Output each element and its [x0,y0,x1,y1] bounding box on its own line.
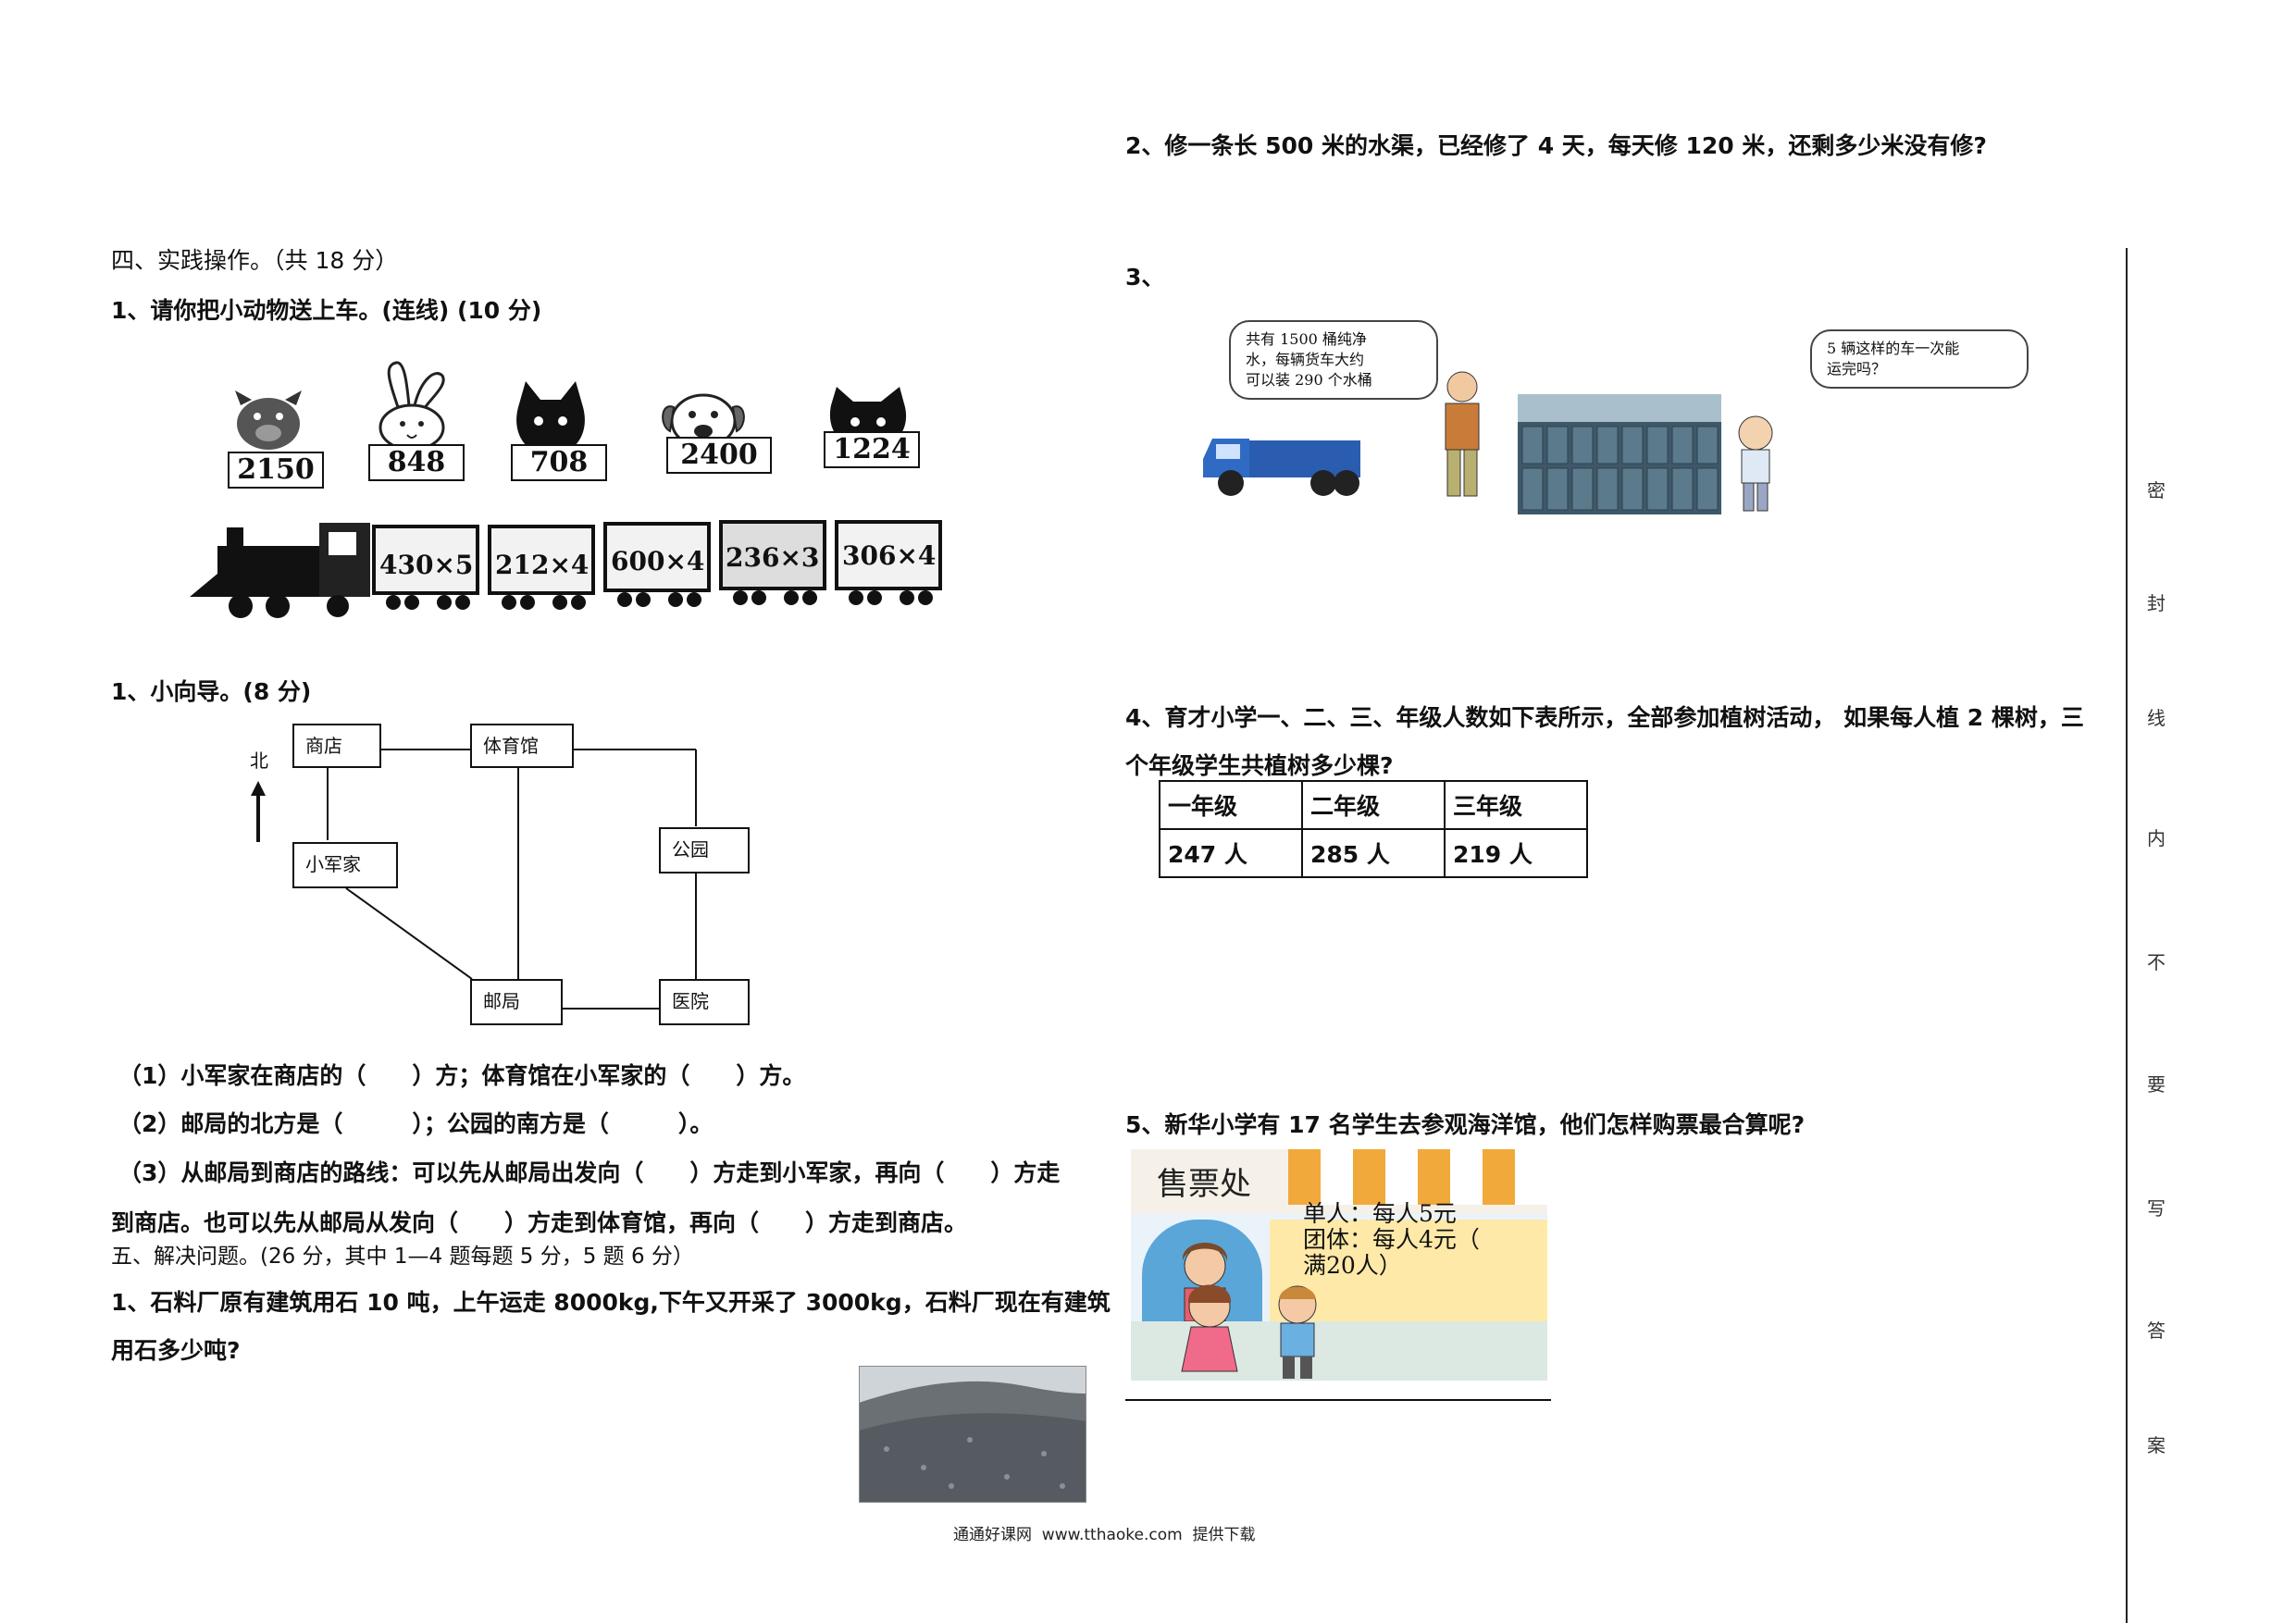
table-cell: 247 人 [1159,828,1303,878]
table-cell: 219 人 [1444,828,1588,878]
train-car-label: 306×4 [842,540,937,571]
map-park-box: 公园 [659,827,750,873]
north-label: 北 [250,750,268,772]
table-header-cell: 一年级 [1159,780,1303,830]
map-gym-box: 体育馆 [470,724,574,768]
train-locomotive-icon [190,523,370,618]
seal-char: 要 [2147,1073,2166,1096]
map-home-box: 小军家 [292,842,398,888]
water-barrels-image [1518,394,1721,514]
footer-source: 通通好课网 www.tthaoke.com 提供下载 [953,1526,1256,1544]
table-header-row: 一年级 二年级 三年级 [1159,780,1588,830]
dog-icon [662,393,745,449]
map-hospital-box: 医院 [659,979,750,1025]
girl-icon [1181,1284,1238,1372]
map-post-box: 邮局 [470,979,563,1025]
seal-char: 密 [2147,479,2166,502]
problem-3-label: 3、 [1125,264,1165,291]
ticket-sign: 售票处 [1157,1166,1251,1203]
guide-subquestion-1: （1）小军家在商店的（ ）方；体育馆在小军家的（ ）方。 [118,1062,806,1089]
bubble-line: 可以装 290 个水桶 [1246,371,1372,389]
problem-1-line1: 1、石料厂原有建筑用石 10 吨，上午运走 8000kg,下午又开采了 3000… [111,1289,1111,1316]
seal-char: 写 [2147,1197,2166,1220]
train-car-icon [372,525,479,610]
table-row: 247 人 285 人 219 人 [1159,828,1588,878]
table-cell: 285 人 [1301,828,1446,878]
problem-5: 5、新华小学有 17 名学生去参观海洋馆，他们怎样购票最合算呢? [1125,1111,1806,1138]
animal-row [185,361,953,490]
table-header-cell: 三年级 [1444,780,1588,830]
problem-1-line2: 用石多少吨? [111,1337,241,1364]
map-lines [251,749,697,1010]
cat-icon [516,381,585,455]
train-car-icon [719,520,826,605]
man-character-icon [1445,371,1480,497]
pig-icon [235,390,302,450]
truck-icon [1203,439,1360,496]
table-header-cell: 二年级 [1301,780,1446,830]
ticket-price-single: 单人：每人5元 [1303,1200,1457,1227]
section-4-title: 四、实践操作。（共 18 分） [111,247,399,274]
boy-character-icon [1738,415,1773,512]
guide-subquestion-3-cont: 到商店。也可以先从邮局从发向（ ）方走到体育馆，再向（ ）方走到商店。 [111,1209,968,1236]
seal-char: 封 [2147,592,2166,614]
train-car-label: 430×5 [379,550,474,580]
train-car-label: 212×4 [495,550,590,580]
bubble-line: 5 辆这样的车一次能 [1827,340,1960,357]
guide-subquestion-3: （3）从邮局到商店的路线：可以先从邮局出发向（ ）方走到小军家，再向（ ）方走 [118,1159,1061,1186]
ticket-office-illustration: 售票处 单人：每人5元 团体：每人4元（ 满20人） [1131,1149,1547,1381]
question-guide-title: 1、小向导。(8 分) [111,678,312,705]
train-car-icon [603,522,711,607]
train-car-icon [835,520,942,605]
speech-bubble-left: 共有 1500 桶纯净 水，每辆货车大约 可以装 290 个水桶 [1229,320,1438,400]
problem-4-line1: 4、育才小学一、二、三、年级人数如下表所示，全部参加植树活动， 如果每人植 2 … [1125,704,2084,731]
train-car-label: 236×3 [726,542,820,573]
bubble-line: 运完吗？ [1827,360,1887,378]
train-car-label: 600×4 [611,546,705,576]
bubble-line: 共有 1500 桶纯净 [1246,330,1367,348]
boy-icon [1278,1285,1317,1379]
grade-table: 一年级 二年级 三年级 247 人 285 人 219 人 [1159,780,1588,878]
animal-number-card: 708 [511,444,607,481]
underline-rule [1125,1399,1551,1401]
problem-2: 2、修一条长 500 米的水渠，已经修了 4 天，每天修 120 米，还剩多少米… [1125,132,1987,159]
ticket-price-group: 团体：每人4元（ [1303,1226,1480,1253]
map-shop-box: 商店 [292,724,381,768]
animal-number-card: 2400 [666,437,772,474]
ticket-awning [1288,1149,1547,1205]
seal-char: 线 [2147,707,2166,729]
seal-line [2126,248,2128,1623]
ticket-price-group-cont: 满20人） [1303,1252,1402,1279]
train-cars [370,518,944,620]
animal-number-card: 2150 [228,452,324,489]
animal-number-card: 848 [368,444,465,481]
section-5-title: 五、解决问题。(26 分，其中 1—4 题每题 5 分，5 题 6 分） [111,1245,694,1269]
speech-bubble-right: 5 辆这样的车一次能 运完吗？ [1810,329,2029,389]
rabbit-icon [379,361,445,452]
question-1-title: 1、请你把小动物送上车。(连线) (10 分) [111,297,542,324]
guide-subquestion-2: （2）邮局的北方是（ ）；公园的南方是（ ）。 [118,1110,714,1137]
animal-number-card: 1224 [824,431,920,468]
gravel-pile-image [859,1366,1086,1503]
problem-4-line2: 个年级学生共植树多少棵? [1125,752,1394,779]
train-car-icon [488,525,595,610]
seal-char: 内 [2147,827,2166,849]
seal-char: 案 [2147,1434,2166,1456]
seal-char: 答 [2147,1319,2166,1342]
bubble-line: 水，每辆货车大约 [1246,351,1365,368]
seal-char: 不 [2147,951,2166,973]
